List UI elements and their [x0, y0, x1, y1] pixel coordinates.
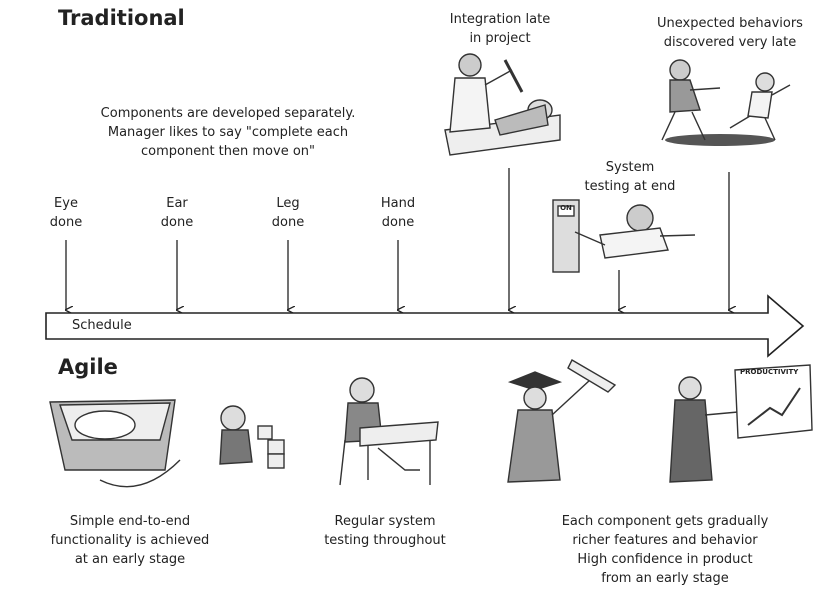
milestone-label: Hand: [380, 196, 416, 211]
caption-line: testing throughout: [324, 533, 446, 548]
unexpected-label: Unexpected behaviors discovered very lat…: [645, 14, 815, 52]
milestone-label: Leg: [276, 196, 300, 211]
graduate-illustration: [507, 359, 617, 483]
caption-line: richer features and behavior: [572, 533, 758, 548]
milestone-eye: Eye done: [26, 194, 106, 232]
milestone-label: Eye: [54, 196, 78, 211]
integration-line: Integration late: [449, 12, 551, 27]
productivity-chart-label: PRODUCTIVITY: [740, 368, 799, 376]
note-line: Components are developed separately.: [100, 106, 356, 121]
integration-line: in project: [469, 31, 531, 46]
system-testing-line: testing at end: [584, 179, 676, 194]
caption-line: from an early stage: [601, 571, 729, 586]
student-desk-illustration: [339, 377, 439, 486]
traditional-heading: Traditional: [58, 6, 185, 30]
caption-line: Each component gets gradually: [561, 514, 769, 529]
switch-on-label: ON: [560, 204, 572, 212]
system-testing-line: System: [605, 160, 655, 175]
caption-line: at an early stage: [74, 552, 186, 567]
traditional-note: Components are developed separately. Man…: [88, 104, 368, 161]
caption-line: Regular system: [334, 514, 436, 529]
milestone-hand: Hand done: [358, 194, 438, 232]
caption-line: functionality is achieved: [50, 533, 210, 548]
system-testing-label: System testing at end: [570, 158, 690, 196]
agile-caption-confidence: Each component gets gradually richer fea…: [545, 512, 785, 588]
integration-label: Integration late in project: [430, 10, 570, 48]
schedule-arrow: [45, 294, 805, 358]
milestone-label: Ear: [166, 196, 188, 211]
toddler-blocks-illustration: [219, 405, 285, 469]
unexpected-line: Unexpected behaviors: [657, 16, 803, 31]
milestone-label: done: [160, 215, 194, 230]
crib-illustration: [49, 399, 181, 488]
milestone-label: done: [381, 215, 415, 230]
milestone-label: done: [271, 215, 305, 230]
agile-caption-early: Simple end-to-end functionality is achie…: [30, 512, 230, 569]
agile-heading: Agile: [58, 355, 118, 379]
unexpected-line: discovered very late: [663, 35, 797, 50]
milestone-ear: Ear done: [137, 194, 217, 232]
note-line: Manager likes to say "complete each: [107, 125, 349, 140]
agile-caption-testing: Regular system testing throughout: [300, 512, 470, 550]
note-line: component then move on": [141, 144, 315, 159]
schedule-label: Schedule: [72, 318, 132, 333]
integration-illustration: [444, 53, 561, 156]
system-testing-illustration: [552, 199, 696, 273]
caption-line: Simple end-to-end: [69, 514, 191, 529]
milestone-leg: Leg done: [248, 194, 328, 232]
presenter-illustration: [669, 364, 813, 483]
caption-line: High confidence in product: [577, 552, 753, 567]
milestone-label: done: [49, 215, 83, 230]
unexpected-illustration: [661, 59, 791, 146]
